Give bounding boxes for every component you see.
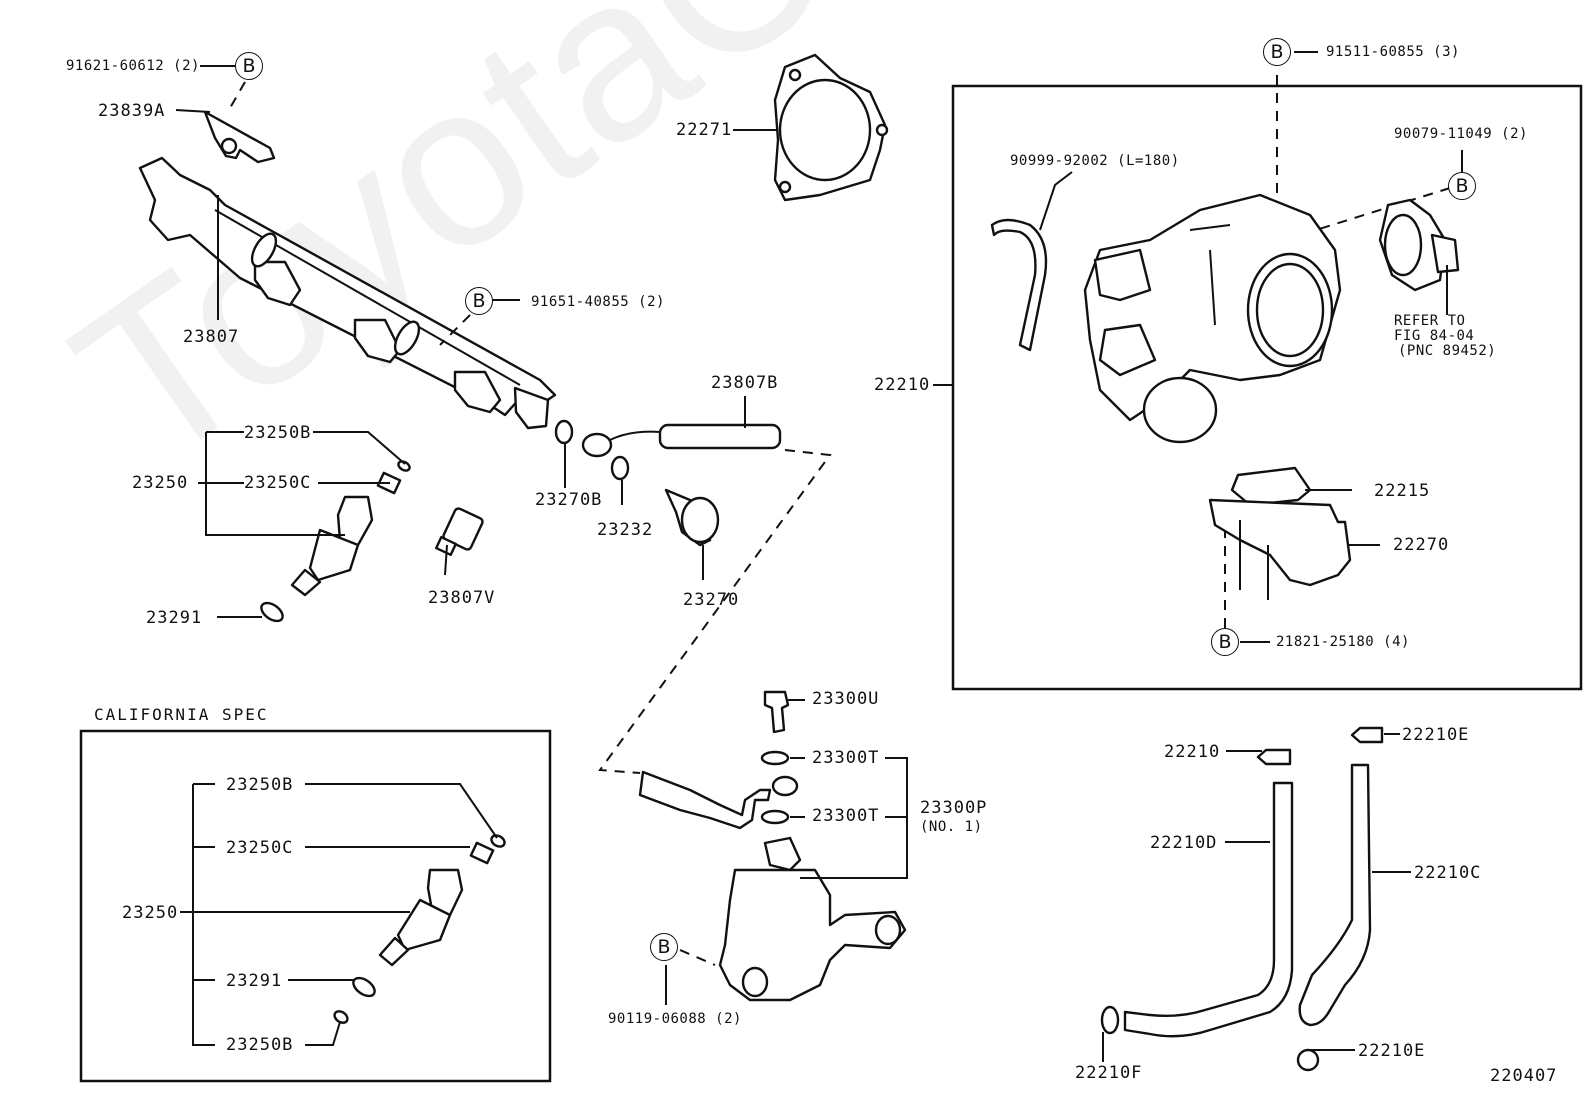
ref-b-91511: B	[1263, 38, 1291, 66]
union-bolt	[664, 488, 720, 547]
dashed-leader	[1299, 187, 1451, 236]
label-23807: 23807	[183, 327, 240, 347]
label-21821-25180: 21821-25180 (4)	[1276, 634, 1410, 650]
idle-speed-control-valve	[1208, 466, 1352, 600]
dashed-leader	[598, 449, 832, 774]
vacuum-hose	[990, 218, 1048, 352]
label-90999-92002: 90999-92002 (L=180)	[1010, 153, 1180, 169]
dashed-leader	[229, 81, 246, 109]
fuel-pipe-sub-assembly	[581, 423, 782, 458]
label-22210F: 22210F	[1075, 1063, 1143, 1083]
label-22210C: 22210C	[1414, 863, 1482, 883]
ref-b-91621: B	[235, 52, 263, 80]
throttle-position-sensor	[1378, 198, 1460, 292]
ref-b-90079: B	[1448, 172, 1476, 200]
ref-b-90119: B	[650, 933, 678, 961]
label-ca-23250C: 23250C	[226, 838, 294, 858]
label-23300P: 23300P	[920, 798, 988, 818]
pressure-regulator	[638, 690, 907, 1002]
label-23291: 23291	[146, 608, 203, 628]
label-23839A: 23839A	[98, 101, 166, 121]
label-22210: 22210	[874, 375, 931, 395]
ref-b-91651: B	[465, 287, 493, 315]
label-91651-40855: 91651-40855 (2)	[531, 294, 665, 310]
california-fuel-injector	[333, 834, 506, 1024]
label-22210E-bottom: 22210E	[1358, 1041, 1426, 1061]
label-23300T-lower: 23300T	[812, 806, 880, 826]
label-23807B: 23807B	[711, 373, 779, 393]
label-22210D: 22210D	[1150, 833, 1218, 853]
label-ca-23250B-upper: 23250B	[226, 775, 294, 795]
label-pnc-89452: (PNC 89452)	[1398, 343, 1497, 359]
california-spec-box	[79, 729, 552, 1083]
label-fig-84-04: FIG 84-04	[1394, 328, 1475, 344]
label-22270: 22270	[1393, 535, 1450, 555]
throttle-body	[1083, 193, 1342, 444]
label-hose-22210: 22210	[1164, 742, 1221, 762]
ref-b-21821: B	[1211, 628, 1239, 656]
gasket-23232	[610, 455, 630, 481]
label-90079-11049: 90079-11049 (2)	[1394, 126, 1528, 142]
label-22271: 22271	[676, 120, 733, 140]
label-23270: 23270	[683, 590, 740, 610]
figure-number: 220407	[1490, 1066, 1558, 1086]
water-by-pass-hoses	[1100, 726, 1384, 1072]
california-spec-title: CALIFORNIA SPEC	[94, 705, 269, 724]
label-23250B: 23250B	[244, 423, 312, 443]
label-23270B: 23270B	[535, 490, 603, 510]
throttle-body-assembly-box	[951, 84, 1583, 691]
label-23300P-no1: (NO. 1)	[920, 819, 983, 835]
fuel-rail-bracket	[203, 110, 276, 164]
fuel-delivery-pipe	[138, 156, 557, 430]
label-23300U: 23300U	[812, 689, 880, 709]
label-23300T-upper: 23300T	[812, 748, 880, 768]
label-ca-23250: 23250	[122, 903, 179, 923]
label-22210E-top: 22210E	[1402, 725, 1470, 745]
dashed-leader	[679, 949, 716, 966]
label-23807V: 23807V	[428, 588, 496, 608]
label-90119-06088: 90119-06088 (2)	[608, 1011, 742, 1027]
label-23250C: 23250C	[244, 473, 312, 493]
label-ca-23250B-lower: 23250B	[226, 1035, 294, 1055]
gasket-23270B	[554, 419, 574, 445]
dashed-leader	[439, 314, 471, 346]
label-ca-23291: 23291	[226, 971, 283, 991]
label-23250: 23250	[132, 473, 189, 493]
pressure-damper	[435, 507, 484, 557]
leader-lines	[175, 51, 1463, 1062]
label-91511-60855: 91511-60855 (3)	[1326, 44, 1460, 60]
throttle-body-gasket	[773, 53, 889, 202]
label-91621-60612: 91621-60612 (2)	[66, 58, 200, 74]
label-22215: 22215	[1374, 481, 1431, 501]
label-refer-to: REFER TO	[1394, 313, 1466, 329]
label-23232: 23232	[597, 520, 654, 540]
